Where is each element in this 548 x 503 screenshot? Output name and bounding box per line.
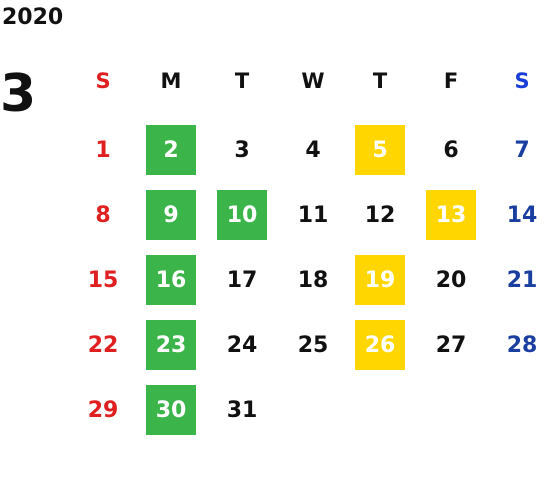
day-cell-16[interactable]: 16 xyxy=(146,255,196,305)
day-cell-1[interactable]: 1 xyxy=(95,137,111,163)
weekday-header-tue: T xyxy=(234,69,250,93)
day-cell-5[interactable]: 5 xyxy=(355,125,405,175)
day-cell-29[interactable]: 29 xyxy=(87,397,119,423)
day-cell-30[interactable]: 30 xyxy=(146,385,196,435)
day-cell-25[interactable]: 25 xyxy=(297,332,329,358)
day-cell-15[interactable]: 15 xyxy=(87,267,119,293)
day-cell-9[interactable]: 9 xyxy=(146,190,196,240)
day-cell-19[interactable]: 19 xyxy=(355,255,405,305)
day-cell-7[interactable]: 7 xyxy=(514,137,530,163)
weekday-header-mon: M xyxy=(160,69,182,93)
weekday-header-sun: S xyxy=(95,69,111,93)
day-cell-22[interactable]: 22 xyxy=(87,332,119,358)
day-cell-12[interactable]: 12 xyxy=(364,202,396,228)
day-cell-27[interactable]: 27 xyxy=(435,332,467,358)
day-cell-8[interactable]: 8 xyxy=(95,202,111,228)
weekday-header-fri: F xyxy=(443,69,459,93)
day-cell-2[interactable]: 2 xyxy=(146,125,196,175)
day-cell-28[interactable]: 28 xyxy=(506,332,538,358)
day-cell-21[interactable]: 21 xyxy=(506,267,538,293)
day-cell-6[interactable]: 6 xyxy=(443,137,459,163)
weekday-header-thu: T xyxy=(372,69,388,93)
day-cell-18[interactable]: 18 xyxy=(297,267,329,293)
day-cell-31[interactable]: 31 xyxy=(226,397,258,423)
month-label: 3 xyxy=(0,64,37,124)
day-cell-26[interactable]: 26 xyxy=(355,320,405,370)
day-cell-23[interactable]: 23 xyxy=(146,320,196,370)
day-cell-4[interactable]: 4 xyxy=(305,137,321,163)
day-cell-24[interactable]: 24 xyxy=(226,332,258,358)
day-cell-3[interactable]: 3 xyxy=(234,137,250,163)
year-label: 2020 xyxy=(2,5,64,30)
day-cell-14[interactable]: 14 xyxy=(506,202,538,228)
day-cell-13[interactable]: 13 xyxy=(426,190,476,240)
weekday-header-wed: W xyxy=(301,69,325,93)
day-cell-10[interactable]: 10 xyxy=(217,190,267,240)
weekday-header-sat: S xyxy=(514,69,530,93)
day-cell-20[interactable]: 20 xyxy=(435,267,467,293)
day-cell-17[interactable]: 17 xyxy=(226,267,258,293)
day-cell-11[interactable]: 11 xyxy=(297,202,329,228)
